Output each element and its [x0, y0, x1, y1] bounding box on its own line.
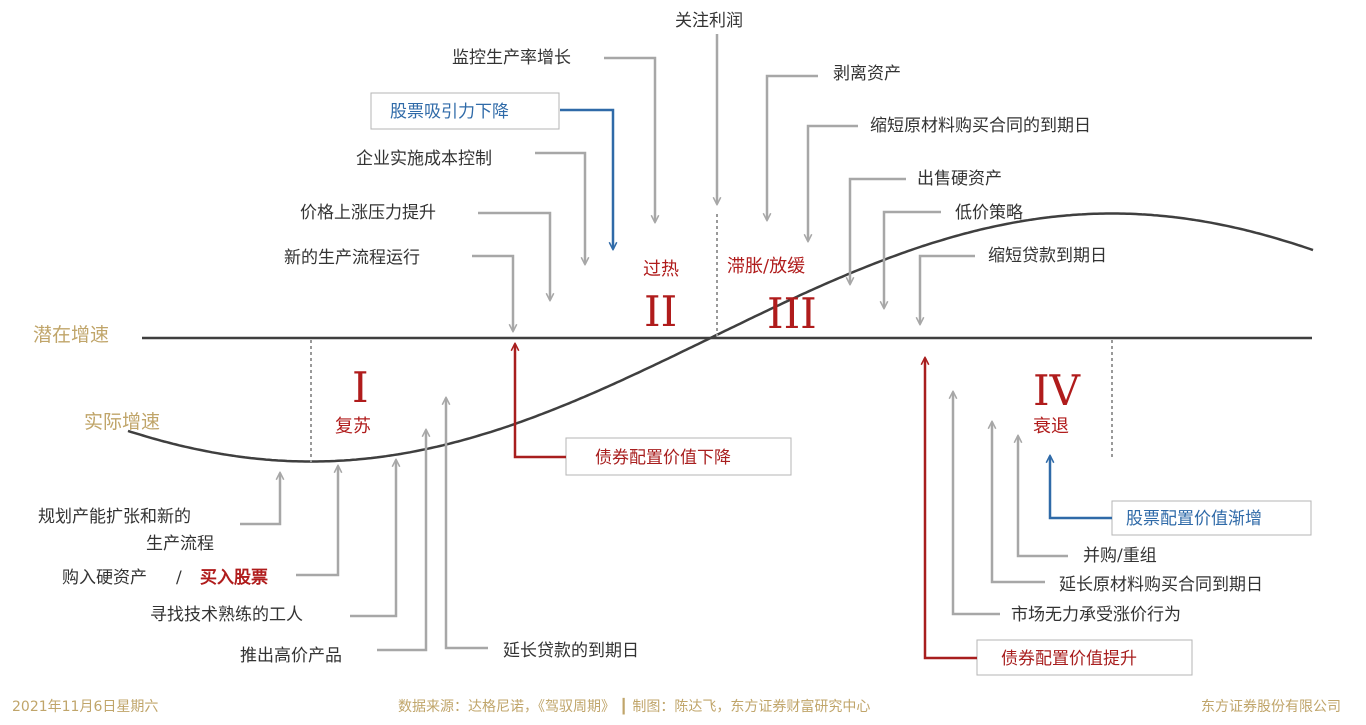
actual-growth-label: 实际增速 — [84, 411, 160, 433]
label-extend-loans: 延长贷款的到期日 — [503, 641, 639, 661]
arrow-sell-hard-assets — [850, 177, 906, 284]
arrow-bond-value-up — [925, 358, 977, 660]
label-focus-profit: 关注利润 — [675, 11, 743, 31]
arrow-low-price-strategy — [884, 210, 941, 308]
arrow-stock-value-up — [1050, 456, 1112, 520]
label-stock-appeal-down: 股票吸引力下降 — [390, 102, 509, 122]
box-bond-value-up — [976, 639, 1193, 676]
label-new-process: 新的生产流程运行 — [284, 248, 420, 268]
arrow-new-process — [472, 254, 513, 331]
phase-4-name: 衰退 — [1033, 416, 1069, 437]
box-stock-appeal-down — [370, 92, 560, 130]
phase-1-name: 复苏 — [335, 416, 371, 437]
arrow-plan-capacity — [240, 473, 280, 526]
arrow-market-cannot-bear — [953, 392, 1000, 616]
arrow-shorten-material-contracts — [808, 124, 858, 241]
arrow-shorten-loans — [920, 254, 975, 324]
label-market-cannot-bear: 市场无力承受涨价行为 — [1011, 605, 1181, 625]
footer-date: 2021年11月6日星期六 — [12, 699, 158, 715]
phase-4-numeral: IV — [1033, 366, 1081, 415]
arrow-extend-material-contracts — [992, 422, 1045, 584]
footer-source: 数据来源：达格尼诺，《驾驭周期》 ┃ 制图：陈达飞，东方证券财富研究中心 — [398, 697, 870, 715]
label-buy-stocks: 买入股票 — [200, 568, 268, 588]
arrow-merger — [1018, 436, 1068, 558]
arrow-divest-assets — [767, 74, 818, 220]
arrow-extend-loans — [446, 398, 488, 650]
label-monitor-productivity: 监控生产率增长 — [452, 48, 571, 68]
phase-2-numeral: II — [644, 287, 677, 336]
arrow-cost-control — [535, 151, 585, 264]
label-shorten-material-contracts: 缩短原材料购买合同的到期日 — [870, 116, 1091, 136]
label-divest-assets: 剥离资产 — [833, 64, 901, 84]
box-bond-value-down — [565, 437, 792, 476]
label-find-workers: 寻找技术熟练的工人 — [150, 604, 303, 625]
label-shorten-loans: 缩短贷款到期日 — [988, 246, 1107, 266]
label-extend-material-contracts: 延长原材料购买合同到期日 — [1059, 575, 1263, 595]
actual-growth-curve — [127, 212, 1314, 463]
footer-company: 东方证券股份有限公司 — [1201, 699, 1341, 715]
label-sell-hard-assets: 出售硬资产 — [917, 169, 1002, 189]
arrow-bond-value-down — [515, 344, 566, 459]
arrow-find-workers — [350, 460, 396, 618]
box-stock-value-up — [1111, 500, 1312, 536]
label-bond-value-up: 债券配置价值提升 — [1001, 649, 1137, 669]
label-plan-capacity-2: 生产流程 — [146, 534, 214, 554]
label-cost-control: 企业实施成本控制 — [356, 149, 492, 169]
label-price-pressure: 价格上涨压力提升 — [300, 203, 436, 223]
label-launch-products: 推出高价产品 — [240, 646, 342, 666]
label-plan-capacity-1: 规划产能扩张和新的 — [38, 507, 191, 527]
label-bond-value-down: 债券配置价值下降 — [595, 448, 731, 468]
arrow-buy-hard-assets — [296, 466, 338, 577]
arrow-launch-products — [377, 430, 426, 652]
label-stock-value-up: 股票配置价值渐增 — [1126, 509, 1262, 529]
arrow-price-pressure — [478, 211, 550, 300]
label-buy-hard-assets: 购入硬资产 — [62, 568, 147, 588]
label-merger: 并购/重组 — [1083, 546, 1157, 566]
potential-growth-label: 潜在增速 — [33, 324, 109, 346]
phase-3-name: 滞胀/放缓 — [727, 256, 805, 277]
label-slash: / — [176, 568, 182, 588]
phase-1-numeral: I — [352, 363, 369, 412]
arrow-monitor-productivity — [604, 56, 655, 222]
label-low-price-strategy: 低价策略 — [955, 203, 1023, 223]
arrow-stock-appeal-down — [560, 108, 613, 249]
phase-2-name: 过热 — [643, 259, 679, 280]
phase-3-numeral: III — [767, 289, 817, 338]
